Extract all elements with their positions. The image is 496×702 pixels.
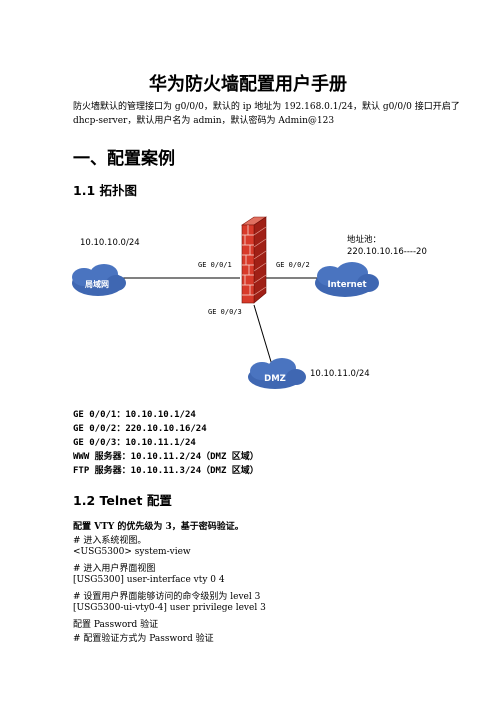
ge-0-0-1-label: GE 0/0/1: [198, 261, 232, 269]
dmz-cloud-label: DMZ: [264, 374, 286, 384]
intro-line-1: 防火墙默认的管理接口为 g0/0/0，默认的 ip 地址为 192.168.0.…: [73, 102, 460, 112]
section-heading-config-case: 一、配置案例: [73, 149, 175, 169]
dmz-subnet-label: 10.10.11.0/24: [310, 369, 370, 379]
internet-cloud-icon: Internet: [315, 262, 379, 297]
lan-cloud-icon: 局域网: [72, 264, 126, 296]
link-dmz: [253, 304, 273, 366]
dmz-cloud-icon: DMZ: [248, 358, 306, 389]
page-title: 华为防火墙配置用户手册: [149, 74, 347, 95]
topology-diagram: 局域网 Internet DMZ 10.10.10.0/24 地址池： 220.…: [60, 205, 440, 395]
ge-0-0-3-label: GE 0/0/3: [208, 308, 242, 316]
interface-line-www: WWW 服务器：10.10.11.2/24（DMZ 区域）: [73, 452, 259, 462]
address-pool-label: 地址池：: [347, 235, 382, 245]
telnet-line-8: 配置 Password 验证: [73, 620, 159, 630]
subsection-heading-topology: 1.1 拓扑图: [73, 183, 137, 198]
topology-svg: 局域网 Internet DMZ: [72, 216, 379, 389]
telnet-line-1: 配置 VTY 的优先级为 3，基于密码验证。: [73, 522, 244, 532]
interface-line-1: GE 0/0/1：10.10.10.1/24: [73, 410, 196, 420]
telnet-line-5: [USG5300] user-interface vty 0 4: [73, 575, 225, 585]
lan-cloud-label: 局域网: [84, 279, 109, 289]
firewall-icon: [241, 216, 267, 304]
telnet-line-2: # 进入系统视图。: [73, 536, 147, 546]
telnet-line-9: # 配置验证方式为 Password 验证: [73, 634, 214, 644]
intro-line-2: dhcp-server，默认用户名为 admin，默认密码为 Admin@123: [73, 116, 335, 126]
telnet-line-7: [USG5300-ui-vty0-4] user privilege level…: [73, 603, 266, 613]
telnet-line-3: <USG5300> system-view: [73, 547, 191, 557]
telnet-line-6: # 设置用户界面能够访问的命令级别为 level 3: [73, 592, 261, 602]
interface-line-3: GE 0/0/3：10.10.11.1/24: [73, 438, 196, 448]
internet-cloud-label: Internet: [327, 280, 366, 290]
lan-subnet-label: 10.10.10.0/24: [80, 238, 140, 248]
interface-line-2: GE 0/0/2：220.10.10.16/24: [73, 424, 207, 434]
telnet-line-4: # 进入用户界面视图: [73, 564, 156, 574]
address-pool-range: 220.10.10.16----20: [347, 247, 427, 257]
interface-line-ftp: FTP 服务器：10.10.11.3/24（DMZ 区域）: [73, 466, 259, 476]
subsection-heading-telnet: 1.2 Telnet 配置: [73, 493, 172, 508]
ge-0-0-2-label: GE 0/0/2: [276, 261, 310, 269]
